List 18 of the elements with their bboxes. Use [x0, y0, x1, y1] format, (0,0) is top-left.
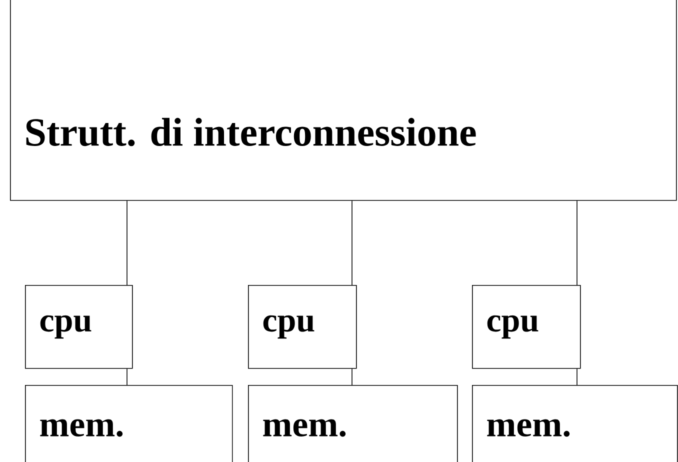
cpu-box	[25, 284, 133, 369]
node-label: mem.	[263, 419, 346, 437]
node-label: mem.	[40, 419, 123, 437]
connector-line	[576, 200, 578, 286]
memory-box	[248, 384, 458, 462]
memory-box	[25, 384, 233, 462]
cpu-box	[472, 284, 581, 369]
node-label: cpu	[263, 315, 314, 339]
interconnect-box	[10, 0, 677, 201]
node-label: cpu	[40, 315, 92, 339]
memory-box	[472, 384, 678, 462]
connector-line	[576, 368, 578, 386]
node-label: cpu	[487, 315, 538, 339]
node-label: Strutt. di interconnessione	[26, 118, 476, 146]
connector-line	[126, 368, 128, 386]
connector-line	[126, 200, 128, 286]
cpu-box	[248, 284, 357, 369]
node-label: mem.	[487, 419, 570, 437]
